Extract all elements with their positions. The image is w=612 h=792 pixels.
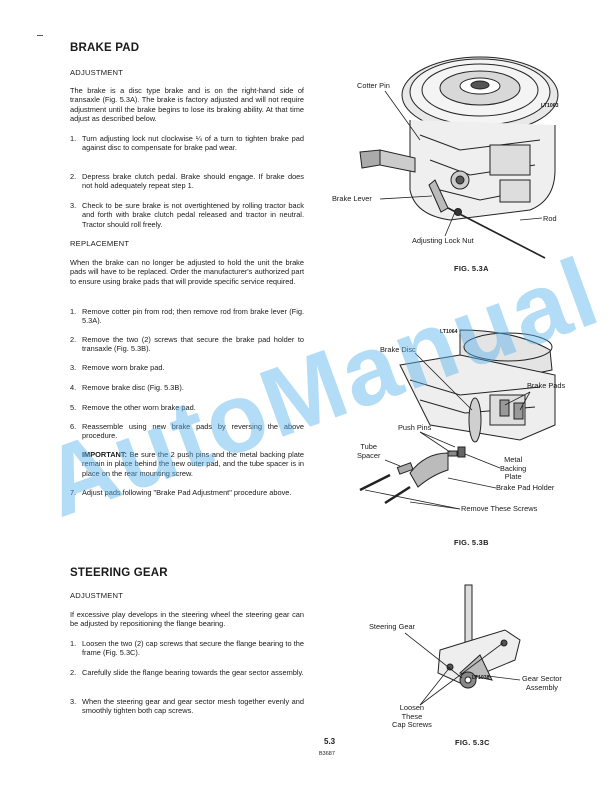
replace-step-6: 6.Reassemble using new brake pads by rev… <box>70 422 304 441</box>
metal-backing-plate-label: Metal Backing Plate <box>500 455 527 482</box>
brake-pad-title: BRAKE PAD <box>70 42 140 54</box>
margin-mark <box>37 35 43 36</box>
replace-step-5: 5.Remove the other worn brake pad. <box>70 403 196 412</box>
replace-step-2: 2.Remove the two (2) screws that secure … <box>70 335 304 354</box>
doc-code: B3687 <box>319 751 335 757</box>
push-pins-label: Push Pins <box>398 423 432 432</box>
fig-5-3b-caption: FIG. 5.3B <box>454 538 489 547</box>
steering-gear-label: Steering Gear <box>369 622 416 631</box>
steering-step-3: 3.When the steering gear and gear sector… <box>70 697 304 716</box>
replace-step-1: 1.Remove cotter pin from rod; then remov… <box>70 307 304 326</box>
fig-5-3a-illustration <box>359 56 559 259</box>
rod-label: Rod <box>543 214 557 223</box>
fig-c-ref: LT1038 <box>472 675 490 681</box>
loosen-cap-screws-label: Loosen These Cap Screws <box>392 703 432 730</box>
steering-adjustment-heading: ADJUSTMENT <box>70 591 124 600</box>
fig-5-3b-illustration <box>359 329 556 505</box>
replace-step-7: 7.Adjust pads following "Brake Pad Adjus… <box>70 488 292 497</box>
fig-5-3c-illustration <box>437 584 521 689</box>
brake-disc-label: Brake Disc <box>380 345 416 354</box>
adjusting-lock-nut-label: Adjusting Lock Nut <box>412 236 474 245</box>
replacement-intro-paragraph: When the brake can no longer be adjusted… <box>70 258 304 286</box>
steering-step-1: 1.Loosen the two (2) cap screws that sec… <box>70 639 304 658</box>
brake-adjustment-heading: ADJUSTMENT <box>70 68 124 77</box>
important-label: IMPORTANT: <box>82 450 128 459</box>
remove-screws-label: Remove These Screws <box>461 504 538 513</box>
fig-b-ref: LT1064 <box>440 329 458 335</box>
fig-5-3c-caption: FIG. 5.3C <box>455 738 490 747</box>
brake-pads-label: Brake Pads <box>527 381 566 390</box>
important-text: Be sure the 2 push pins and the metal ba… <box>82 450 304 478</box>
steering-step-2: 2.Carefully slide the flange bearing tow… <box>70 668 304 677</box>
tube-spacer-label: Tube Spacer <box>357 442 381 460</box>
brake-pad-holder-label: Brake Pad Holder <box>496 483 555 492</box>
adjust-step-3: 3.Check to be sure brake is not overtigh… <box>70 201 304 229</box>
adjust-step-1: 1.Turn adjusting lock nut clockwise ¼ of… <box>70 134 304 153</box>
brake-intro-paragraph: The brake is a disc type brake and is on… <box>70 86 304 124</box>
adjust-step-2: 2.Depress brake clutch pedal. Brake shou… <box>70 172 304 191</box>
gear-sector-label: Gear Sector Assembly <box>522 674 562 692</box>
page-number: 5.3 <box>324 737 336 746</box>
steering-gear-title: STEERING GEAR <box>70 567 168 579</box>
fig-a-ref: LT1063 <box>541 103 559 109</box>
replace-step-3: 3.Remove worn brake pad. <box>70 363 165 372</box>
fig-5-3a-caption: FIG. 5.3A <box>454 264 489 273</box>
cotter-pin-label: Cotter Pin <box>357 81 390 90</box>
brake-replacement-heading: REPLACEMENT <box>70 239 130 248</box>
brake-lever-label: Brake Lever <box>332 194 372 203</box>
important-note: IMPORTANT: Be sure the 2 push pins and t… <box>82 450 304 478</box>
replace-step-4: 4.Remove brake disc (Fig. 5.3B). <box>70 383 184 392</box>
steering-intro-paragraph: If excessive play develops in the steeri… <box>70 610 304 629</box>
